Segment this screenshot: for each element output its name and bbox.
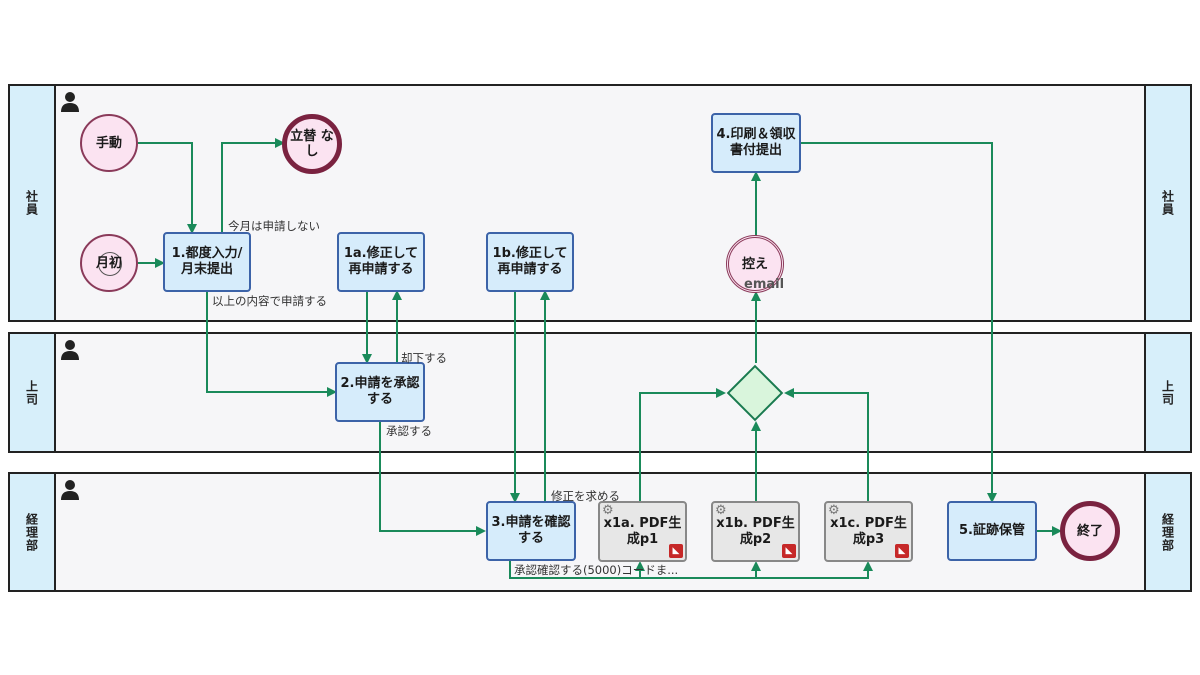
flow-t4-to-t5 [800, 142, 997, 503]
task-2-approve[interactable]: 2.申請を承認する [335, 362, 425, 422]
flow-label-reject: 却下する [401, 351, 447, 365]
gear-icon: ⚙ [715, 503, 727, 518]
service-task-x1a-pdf[interactable]: ⚙ x1a. PDF生成p1 ◣ [598, 501, 687, 562]
task-1b-resubmit[interactable]: 1b.修正して再申請する [486, 232, 574, 292]
person-icon [61, 480, 79, 500]
intermediate-event-copy[interactable]: 控え [726, 235, 784, 293]
task-4-print-submit[interactable]: 4.印刷＆領収書付提出 [711, 113, 801, 173]
end-event[interactable]: 終了 [1060, 501, 1120, 561]
task-3-confirm[interactable]: 3.申請を確認する [486, 501, 576, 561]
gear-icon: ⚙ [828, 503, 840, 518]
flow-label-submit: 以上の内容で申請する [212, 294, 327, 308]
lane-accounting-label-right: 経理部 [1144, 474, 1190, 590]
person-icon [61, 340, 79, 360]
flow-t2-to-t3 [379, 421, 486, 536]
start-event-monthly[interactable]: 月初 [80, 234, 138, 292]
flow-label-ask-fix: 修正を求める [551, 489, 620, 503]
service-task-x1b-pdf[interactable]: ⚙ x1b. PDF生成p2 ◣ [711, 501, 800, 562]
task-1-entry-submit[interactable]: 1.都度入力/月末提出 [163, 232, 251, 292]
flow-t1-to-nonclaim [221, 138, 285, 232]
end-event-no-claim[interactable]: 立替 なし [282, 114, 342, 174]
service-task-x1c-pdf[interactable]: ⚙ x1c. PDF生成p3 ◣ [824, 501, 913, 562]
person-icon [61, 92, 79, 112]
flow-t3-loop [509, 560, 873, 579]
flow-t1-to-t2 [206, 291, 337, 397]
pdf-icon: ◣ [669, 544, 683, 558]
lane-manager: 上司 上司 [8, 332, 1192, 453]
start-event-manual[interactable]: 手動 [80, 114, 138, 172]
lane-employee-label: 社員 [10, 86, 56, 320]
flow-manual-to-t1 [138, 142, 197, 234]
lane-employee-label-right: 社員 [1144, 86, 1190, 320]
lane-manager-label-right: 上司 [1144, 334, 1190, 451]
clock-icon [98, 252, 122, 276]
gear-icon: ⚙ [602, 503, 614, 518]
lane-accounting-label: 経理部 [10, 474, 56, 590]
flow-label-approve: 承認する [386, 424, 432, 438]
flow-x1c-to-gateway [784, 388, 869, 501]
flow-label-no-claim: 今月は申請しない [228, 219, 320, 233]
pdf-icon: ◣ [895, 544, 909, 558]
task-5-archive[interactable]: 5.証跡保管 [947, 501, 1037, 561]
flow-label-overlap: 承認確認する(5000)コードま... [514, 563, 679, 577]
email-label: email [744, 277, 785, 292]
task-1a-resubmit[interactable]: 1a.修正して再申請する [337, 232, 425, 292]
lane-manager-label: 上司 [10, 334, 56, 451]
flow-x1a-to-gateway [639, 388, 726, 501]
pdf-icon: ◣ [782, 544, 796, 558]
